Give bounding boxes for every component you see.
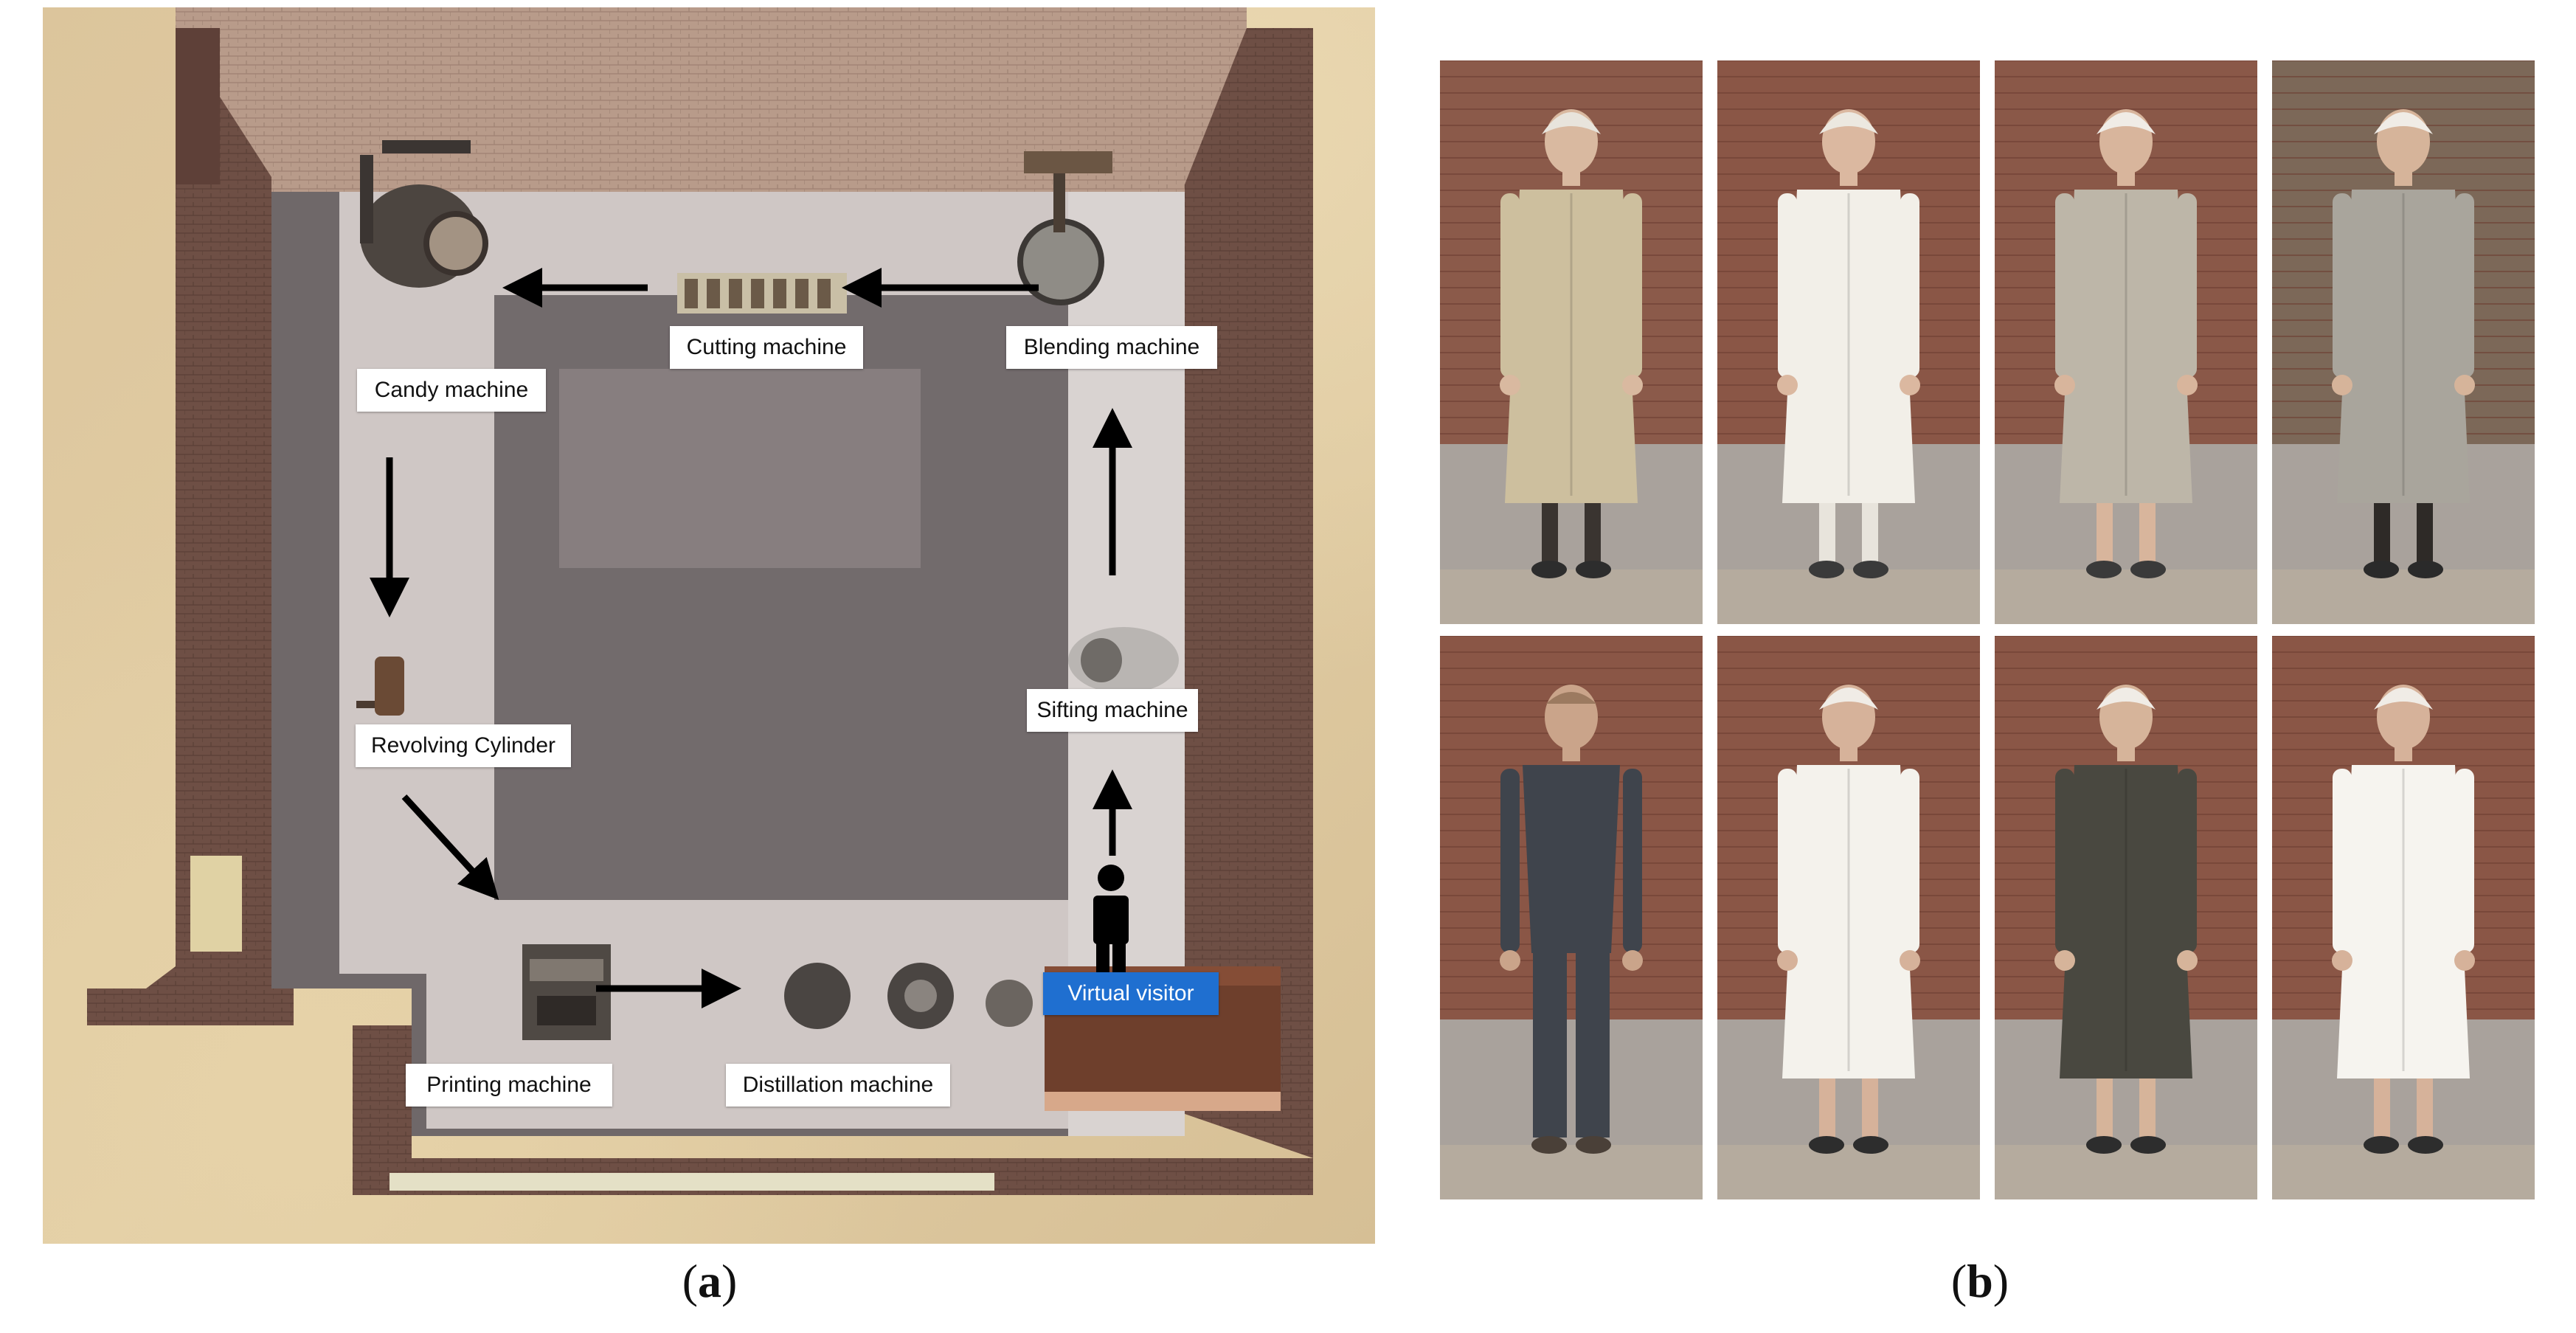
character-tile: [1717, 636, 1980, 1199]
character-tile: [1995, 636, 2257, 1199]
character-tile: [2272, 60, 2535, 624]
character-figure: [1995, 636, 2257, 1199]
flow-arrows: [370, 268, 1132, 1008]
window-strip: [389, 1173, 994, 1191]
label-cutting-machine: Cutting machine: [670, 326, 863, 369]
candy-machine-graphic: [360, 140, 488, 288]
virtual-characters-grid: [1440, 60, 2538, 1199]
label-printing-machine: Printing machine: [406, 1064, 612, 1107]
character-figure: [1440, 60, 1703, 624]
character-figure: [2272, 636, 2535, 1199]
character-figure: [1717, 60, 1980, 624]
caption-a: (a): [682, 1255, 738, 1307]
character-tile: [2272, 636, 2535, 1199]
factory-floor-plan: Candy machine Cutting machine Blending m…: [43, 7, 1375, 1244]
label-distillation-machine: Distillation machine: [726, 1064, 950, 1107]
left-walkway: [339, 192, 494, 974]
label-blending-machine: Blending machine: [1006, 326, 1217, 369]
distillation-machine-graphic: [784, 963, 1033, 1029]
character-tile: [1717, 60, 1980, 624]
arrow-revolving-to-printing: [401, 794, 499, 900]
sifting-machine-graphic: [1068, 627, 1179, 693]
character-figure: [1717, 636, 1980, 1199]
label-virtual-visitor: Virtual visitor: [1043, 972, 1219, 1015]
label-candy-machine: Candy machine: [357, 369, 546, 412]
label-sifting-machine: Sifting machine: [1027, 689, 1198, 732]
blending-machine-graphic: [1017, 151, 1112, 305]
character-tile: [1440, 60, 1703, 624]
character-figure: [1995, 60, 2257, 624]
label-revolving-cylinder: Revolving Cylinder: [356, 724, 571, 767]
character-tile: [1440, 636, 1703, 1199]
character-figure: [1440, 636, 1703, 1199]
cutting-machine-graphic: [677, 273, 847, 314]
building-walls: [87, 7, 1313, 1195]
caption-b: (b): [1950, 1255, 2009, 1307]
character-figure: [2272, 60, 2535, 624]
revolving-cylinder-graphic: [356, 657, 404, 716]
printing-machine-graphic: [522, 944, 611, 1040]
character-tile: [1995, 60, 2257, 624]
